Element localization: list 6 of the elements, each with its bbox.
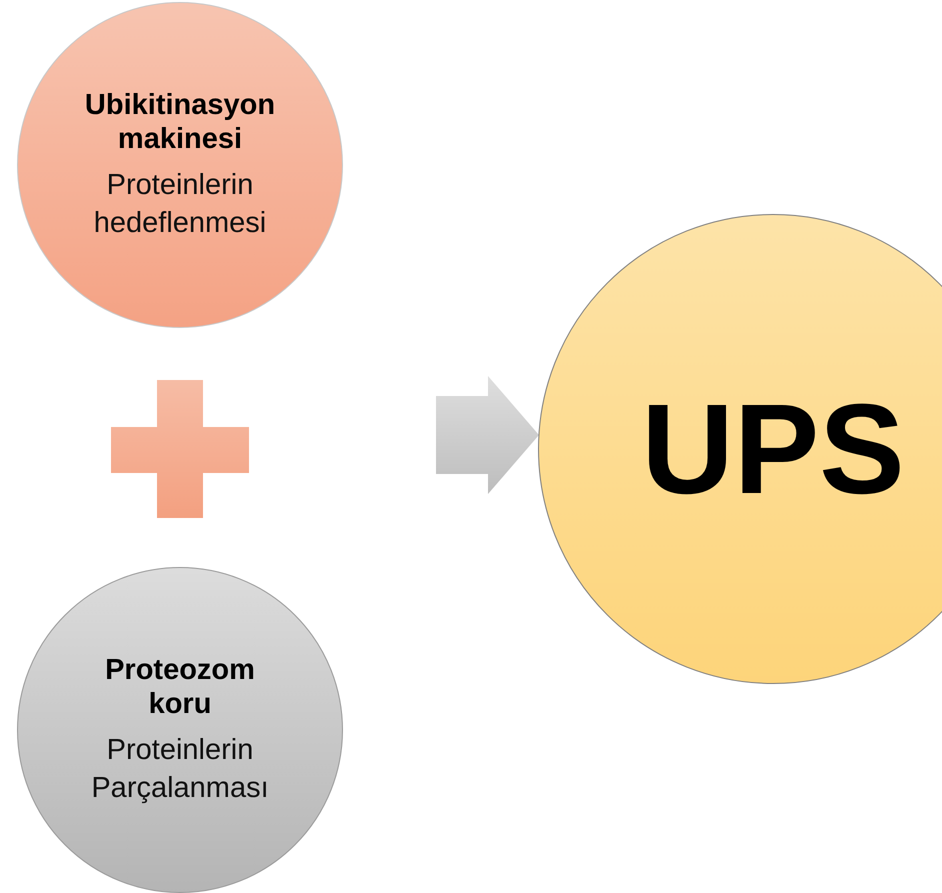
circle-heading: Proteozom koru — [104, 652, 256, 722]
circle-description: Proteinlerin Parçalanması — [90, 733, 270, 806]
acronym-label: UPS — [641, 376, 905, 522]
circle-heading: Ubikitinasyon makinesi — [84, 88, 276, 158]
circle-description: Proteinlerin hedeflenmesi — [92, 168, 268, 241]
block-arrow — [436, 376, 539, 494]
